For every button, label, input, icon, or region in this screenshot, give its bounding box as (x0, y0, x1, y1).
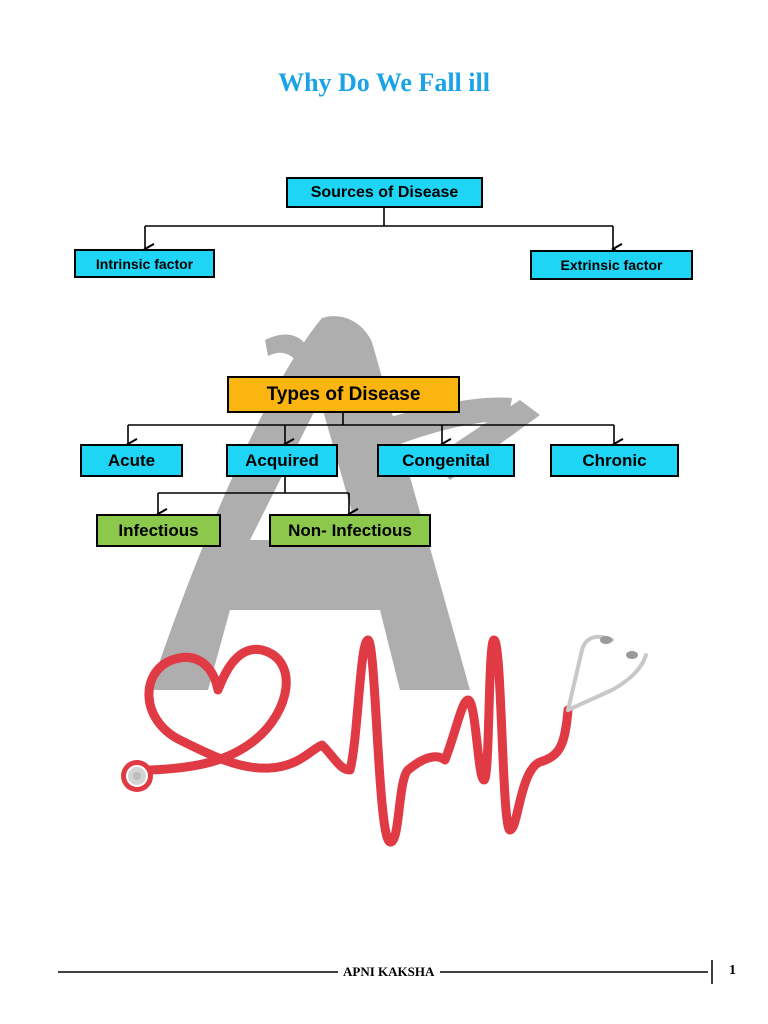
sources-of-disease-box: Sources of Disease (286, 177, 483, 208)
acute-box: Acute (80, 444, 183, 477)
chronic-box: Chronic (550, 444, 679, 477)
acquired-box: Acquired (226, 444, 338, 477)
footer-brand: APNI KAKSHA (343, 964, 435, 979)
congenital-box: Congenital (377, 444, 515, 477)
intrinsic-factor-box: Intrinsic factor (74, 249, 215, 278)
types-of-disease-box: Types of Disease (227, 376, 460, 413)
page-title: Why Do We Fall ill (278, 68, 490, 97)
page-number: 1 (729, 963, 736, 978)
non-infectious-box: Non- Infectious (269, 514, 431, 547)
extrinsic-factor-box: Extrinsic factor (530, 250, 693, 280)
infectious-box: Infectious (96, 514, 221, 547)
